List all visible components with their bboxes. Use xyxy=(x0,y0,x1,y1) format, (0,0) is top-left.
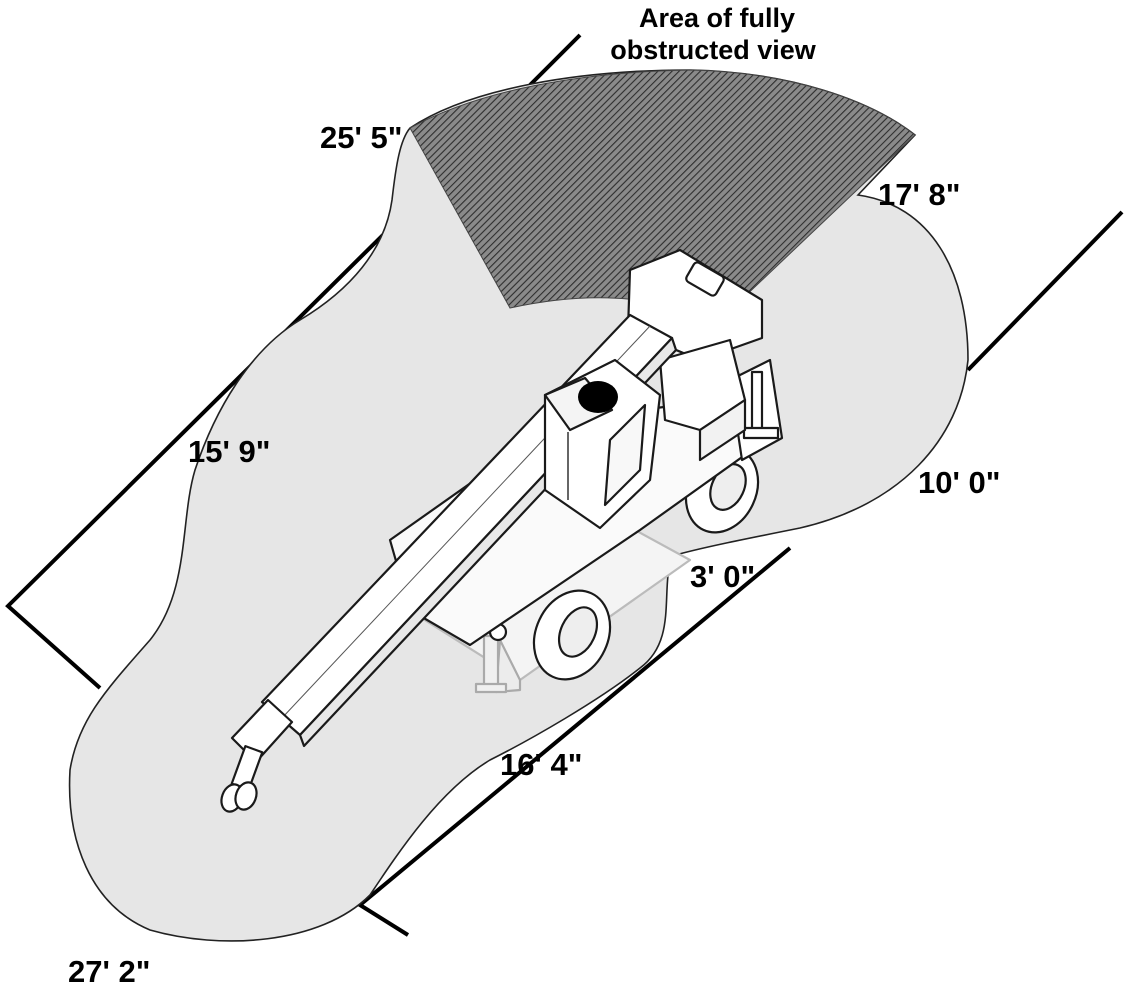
obstructed-view-caption-line2: obstructed view xyxy=(610,35,817,65)
crane-illustration xyxy=(220,248,784,813)
dimension-label-left: 15' 9" xyxy=(188,434,270,469)
road-edge-lower-right xyxy=(356,546,792,937)
operator-position-dot xyxy=(578,381,618,413)
crane-boom-head xyxy=(220,698,294,813)
obstructed-view-caption-line1: Area of fully xyxy=(639,3,795,33)
dimension-label-top-left: 25' 5" xyxy=(320,120,402,155)
road-edge-upper-left xyxy=(528,33,582,87)
counterweight-handle xyxy=(685,261,725,297)
crane-cab xyxy=(543,358,662,530)
dimension-label-bottom-left: 27' 2" xyxy=(68,954,150,989)
dimension-label-bottom-middle: 16' 4" xyxy=(500,747,582,782)
dimension-label-right: 10' 0" xyxy=(918,465,1000,500)
obstructed-view-area xyxy=(409,69,916,321)
dimension-label-notch: 3' 0" xyxy=(690,559,755,594)
road-edge-upper-right xyxy=(966,210,1124,372)
dimension-label-top-right: 17' 8" xyxy=(878,177,960,212)
